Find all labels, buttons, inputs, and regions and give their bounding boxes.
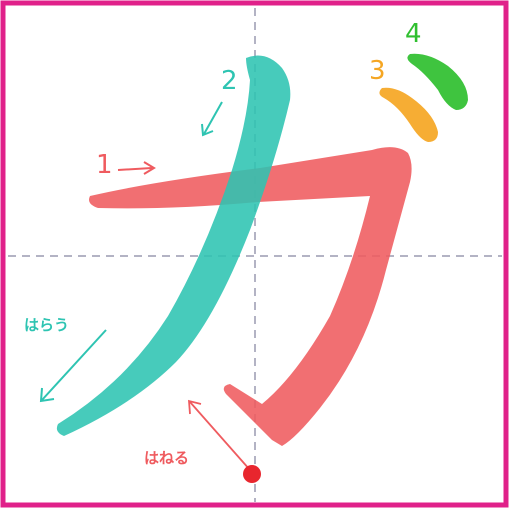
stroke-3-number: 3 [369,56,386,86]
stroke-1-arrowhead-icon [143,161,156,175]
stroke-3-shape [379,87,438,142]
stroke-4-shape [407,53,468,110]
stroke-2-shape [56,55,291,437]
haneru-label: はねる [144,449,190,467]
stroke-4-number: 4 [405,19,422,49]
stroke-2-arrowhead-icon [201,123,214,137]
harau-arrow [41,329,107,401]
stroke-2-direction-arrow [203,101,223,135]
harau-arrowhead-icon [39,387,55,403]
stroke-1-direction-arrow [117,167,153,171]
haneru-point-dot [243,465,261,483]
haneru-arrowhead-icon [188,399,202,415]
haneru-arrow [189,401,251,471]
harau-label: はらう [24,316,70,334]
stroke-2-number: 2 [221,66,238,96]
stroke-1-shape [89,147,412,446]
stroke-1-number: 1 [96,150,113,180]
